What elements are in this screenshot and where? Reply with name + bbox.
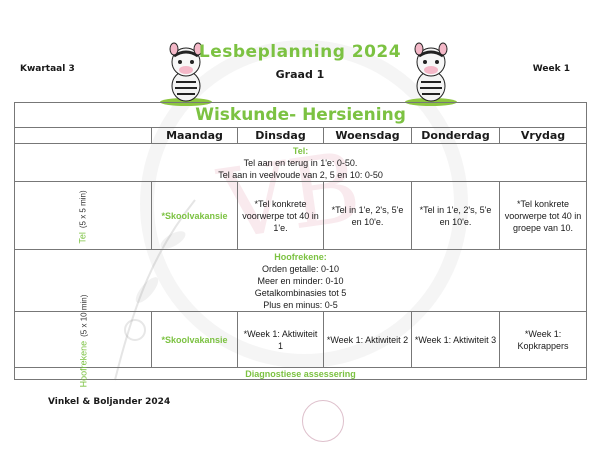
row-label-duration: (5 x 10 min) (78, 294, 88, 337)
row-label-duration: (5 x 5 min) (79, 189, 88, 228)
corner-cell (14, 127, 152, 144)
section-description: Hoofrekene: Orden getalle: 0-10 Meer en … (13, 249, 588, 312)
day-header: Vrydag (498, 127, 588, 144)
lesson-cell: *Week 1: Kopkrappers (498, 311, 588, 368)
day-header: Woensdag (323, 127, 412, 144)
section-line: Tel aan en terug in 1'e: 0-50. (243, 157, 358, 168)
section-line: Plus en minus: 0-5 (263, 299, 338, 310)
section-description: Tel: Tel aan en terug in 1'e: 0-50. Tel … (13, 143, 588, 182)
day-header: Donderdag (411, 127, 500, 144)
section-heading: Hoofrekene: (274, 251, 327, 262)
section-line: Meer en minder: 0-10 (257, 275, 344, 286)
lesson-plan-table: Wiskunde- Hersiening Maandag Dinsdag Woe… (13, 102, 588, 387)
lesson-cell: *Week 1: Aktiwiteit 3 (411, 311, 500, 368)
lesson-cell: *Tel konkrete voorwerpe tot 40 in 1'e. (237, 181, 324, 250)
day-header: Dinsdag (237, 127, 324, 144)
row-label-text: Tel (78, 231, 88, 244)
lesson-cell: *Tel in 1'e, 2's, 5'e en 10'e. (411, 181, 500, 250)
watermark-logo (302, 400, 344, 442)
row-label-text: Hoofrekene (77, 340, 88, 387)
section-line: Tel aan in veelvoude van 2, 5 en 10: 0-5… (218, 169, 383, 180)
row-label-cell: Hoofrekene (5 x 10 min) (14, 294, 152, 387)
lesson-cell: *Week 1: Aktiwiteit 1 (237, 311, 324, 368)
row-label: Hoofrekene (5 x 10 min) (78, 294, 88, 387)
row-label-cell: Tel (5 x 5 min) (14, 181, 152, 250)
term-label: Kwartaal 3 (20, 64, 75, 74)
grade-label: Graad 1 (275, 68, 325, 81)
row-label: Tel (5 x 5 min) (78, 190, 88, 243)
day-header: Maandag (151, 127, 238, 144)
lesson-cell: *Tel in 1'e, 2's, 5'e en 10'e. (323, 181, 412, 250)
lesson-cell: *Skoolvakansie (151, 311, 238, 368)
section-heading: Tel: (292, 145, 309, 156)
subject-title: Wiskunde- Hersiening (13, 102, 588, 128)
lesson-cell: *Skoolvakansie (151, 181, 238, 250)
lesson-cell: *Tel konkrete voorwerpe tot 40 in groepe… (498, 181, 588, 250)
week-label: Week 1 (532, 64, 570, 74)
section-line: Getalkombinasies tot 5 (254, 287, 347, 298)
diagnostic-assessment-row: Diagnostiese assessering (13, 367, 588, 380)
lesson-cell: *Week 1: Aktiwiteit 2 (323, 311, 412, 368)
footer-credit: Vinkel & Boljander 2024 (48, 397, 171, 407)
page-title: Lesbeplanning 2024 (198, 42, 402, 62)
section-line: Orden getalle: 0-10 (262, 263, 340, 274)
